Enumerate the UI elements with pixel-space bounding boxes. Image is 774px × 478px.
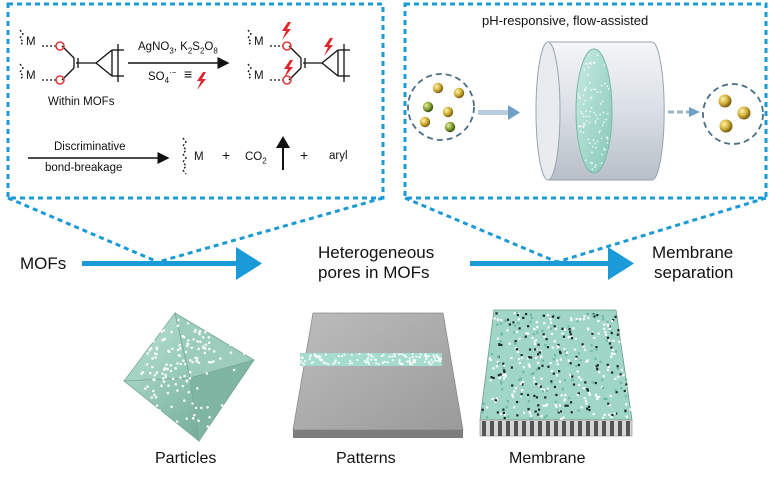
particle [453, 87, 465, 99]
membrane-disk [575, 48, 613, 174]
bolt-icon [284, 60, 293, 78]
flow-step-membrane-line1: Membrane [652, 243, 734, 262]
separation-title: pH-responsive, flow-assisted [482, 13, 649, 28]
caption-patterns: Patterns [336, 450, 396, 467]
mixed-particles-circle [407, 73, 475, 141]
inflow-arrow [478, 105, 520, 120]
bolt-icon [324, 38, 333, 56]
co2-label: CO2 [245, 151, 267, 166]
discriminative-label: Discriminative [54, 141, 126, 153]
funnel-left-2 [157, 196, 384, 264]
reaction-box [6, 2, 385, 200]
particle [444, 121, 456, 133]
flow-step-pores-line1: Heterogeneous [318, 243, 435, 262]
patterned-substrate [292, 312, 464, 438]
flow-arrow-1 [82, 247, 262, 280]
outflow-arrow [668, 107, 700, 117]
within-mofs-label: Within MOFs [48, 96, 115, 108]
separation-box [403, 2, 768, 200]
mof-carboxylate-reactant [19, 29, 124, 82]
equiv-symbol: ≡ [184, 66, 193, 82]
membrane-block [479, 309, 633, 437]
metal-label-top: M [26, 36, 36, 48]
particle [432, 82, 444, 94]
metal-fragment-label: M [194, 151, 204, 163]
gold-particle [737, 106, 751, 120]
metal-fragment [182, 137, 187, 175]
bolt-icon [282, 22, 291, 40]
aryl-label: aryl [329, 150, 348, 162]
funnel-left-1 [7, 196, 159, 264]
gold-particle [719, 119, 733, 133]
metal-label-top-product: M [254, 36, 264, 48]
gold-particle [718, 94, 732, 108]
separated-particles-circle [702, 83, 764, 145]
flow-step-mofs: MOFs [20, 254, 67, 273]
oxygen-atom [55, 75, 65, 85]
particle [442, 106, 454, 118]
octahedron-particle [122, 312, 256, 443]
caption-particles: Particles [155, 450, 217, 467]
plus-sign: + [300, 147, 309, 163]
radical-bolt-icon [197, 72, 206, 90]
flow-arrow-2 [470, 247, 634, 280]
reagent-oxidants: AgNO3, K2S2O8 [138, 41, 218, 56]
flow-step-membrane-line2: separation [654, 263, 734, 282]
metal-label-bottom: M [26, 70, 36, 82]
oxygen-atom [55, 41, 65, 51]
particle [422, 101, 434, 113]
funnel-right-2 [556, 196, 767, 264]
funnel-right-1 [404, 196, 558, 264]
oxygen-atom [282, 41, 292, 51]
reagent-radical: SO4·− [148, 68, 177, 86]
metal-label-bottom-product: M [254, 70, 264, 82]
plus-sign: + [222, 147, 231, 163]
gas-release-arrowhead [276, 136, 290, 148]
oxygen-atom [282, 75, 292, 85]
mof-carboxylate-product [247, 29, 350, 82]
bond-breakage-label: bond-breakage [45, 162, 123, 174]
membrane-cylinder [535, 41, 665, 181]
caption-membrane: Membrane [509, 450, 586, 467]
flow-step-pores-line2: pores in MOFs [318, 263, 430, 282]
particle [419, 116, 431, 128]
